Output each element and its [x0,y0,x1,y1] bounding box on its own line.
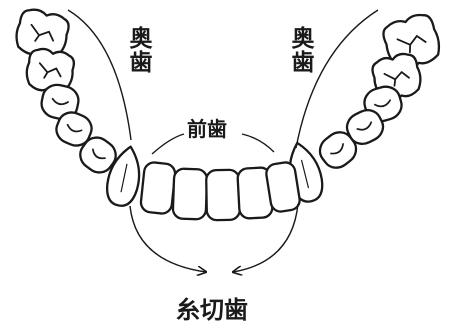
front-teeth-label: 前歯 [187,113,227,142]
incisor-2 [173,168,208,219]
incisor-label: 糸切歯 [176,290,248,325]
incisor-5 [265,161,301,213]
front-arc-left [152,134,184,154]
front-arc-right [242,134,274,152]
molars-label-right: 奥歯 [283,26,317,74]
incisor-3 [206,170,240,221]
molars-label-left: 奥歯 [121,26,155,74]
incisor-1 [140,162,176,215]
